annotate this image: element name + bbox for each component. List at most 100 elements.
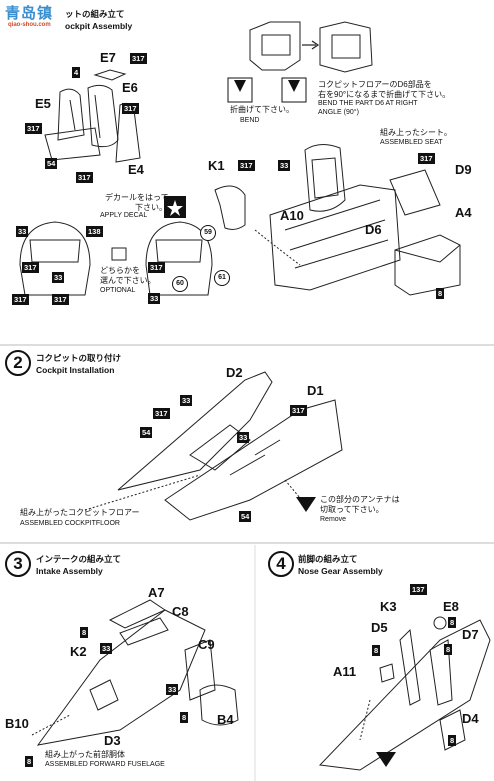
floor-bend-sketch-right — [319, 21, 373, 73]
part-d4-sketch — [439, 709, 466, 751]
part-b4-sketch — [199, 684, 239, 726]
seat-note-en: ASSEMBLED SEAT — [380, 139, 443, 146]
step1-title-en: ockpit Assembly — [65, 21, 133, 31]
floor-note-en-2: ANGLE (90°) — [318, 109, 359, 116]
seat-base — [44, 127, 101, 161]
paint-code: 8 — [372, 645, 381, 656]
part-d9-sketch — [389, 169, 441, 216]
part-label-d7: D7 — [462, 627, 479, 642]
part-k1-sketch — [214, 185, 246, 230]
paint-code: 8 — [444, 644, 453, 655]
step4-number: 4 — [268, 551, 294, 577]
decal-number: 60 — [172, 276, 188, 292]
floor-note-jp-2: 右を90°になるまで折曲げて下さい。 — [318, 90, 451, 99]
part-label-c8: C8 — [172, 604, 189, 619]
bend-note-en: BEND — [240, 117, 260, 124]
paint-code: 54 — [239, 511, 252, 522]
step2-number: 2 — [5, 350, 31, 376]
paint-code: 138 — [86, 226, 103, 237]
decal-note-en: APPLY DECAL — [100, 212, 148, 219]
paint-code: 33 — [52, 272, 65, 283]
part-label-c9: C9 — [198, 637, 215, 652]
paint-code: 317 — [238, 160, 255, 171]
part-label-d2: D2 — [226, 365, 243, 380]
fuselage-note-en: ASSEMBLED FORWARD FUSELAGE — [45, 761, 165, 768]
part-label-k1: K1 — [208, 158, 225, 173]
paint-code: 317 — [25, 123, 42, 134]
paint-code: 33 — [148, 293, 161, 304]
part-k2-sketch — [89, 679, 119, 711]
part-a11-sketch — [379, 663, 395, 683]
part-c8-sketch — [119, 617, 169, 646]
part-label-d6: D6 — [365, 222, 382, 237]
step1-title-jp: ットの組み立て — [65, 9, 125, 19]
paint-code: 8 — [448, 735, 457, 746]
part-label-d9: D9 — [455, 162, 472, 177]
paint-code: 317 — [122, 103, 139, 114]
remove-note-jp-1: この部分のアンテナは — [320, 495, 400, 504]
part-label-a4: A4 — [455, 205, 472, 220]
remove-note-jp-2: 切取って下さい。 — [320, 505, 384, 514]
part-a4-sketch — [394, 234, 461, 296]
paint-code: 33 — [237, 432, 250, 443]
optional-note-jp-1: どちらかを — [100, 266, 140, 275]
paint-code: 317 — [153, 408, 170, 419]
seat-part-e6 — [87, 84, 119, 148]
watermark-url: qiao-shou.com — [8, 22, 51, 28]
paint-code: 317 — [22, 262, 39, 273]
seat-part-e5 — [57, 88, 85, 141]
part-label-a7: A7 — [148, 585, 165, 600]
part-a7-sketch — [108, 599, 167, 629]
watermark-brand: 青岛镇 — [5, 5, 54, 22]
paint-code: 317 — [52, 294, 69, 305]
part-label-d3: D3 — [104, 733, 121, 748]
paint-code: 33 — [278, 160, 291, 171]
step3-number: 3 — [5, 551, 31, 577]
seat-note-jp: 組み上ったシート。 — [380, 128, 452, 137]
part-label-d5: D5 — [371, 620, 388, 635]
bend-note-jp: 折曲げて下さい。 — [230, 105, 294, 114]
step3-title-en: Intake Assembly — [36, 566, 103, 576]
paint-code: 33 — [100, 643, 113, 654]
part-label-b10: B10 — [5, 716, 29, 731]
part-label-k3: K3 — [380, 599, 397, 614]
part-e8-sketch — [433, 616, 447, 630]
paint-code: 33 — [166, 684, 179, 695]
paint-code: 33 — [16, 226, 29, 237]
paint-code: 4 — [72, 67, 81, 78]
instrument-panel-b — [145, 221, 213, 296]
paint-code: 317 — [130, 53, 147, 64]
nose-fuselage-sketch — [318, 619, 491, 771]
cockpit-floor — [269, 184, 401, 291]
step4-title-jp: 前脚の組み立て — [298, 554, 358, 564]
step2-title-en: Cockpit Installation — [36, 365, 115, 375]
optional-note-en: OPTIONAL — [100, 287, 136, 294]
step4-title-en: Nose Gear Assembly — [298, 566, 383, 576]
part-c9-sketch — [184, 639, 216, 701]
forward-fuselage-sketch — [36, 609, 206, 746]
decal-star-icon — [167, 200, 183, 216]
paint-code: 8 — [436, 288, 445, 299]
paint-code: 317 — [290, 405, 307, 416]
paint-code: 33 — [180, 395, 193, 406]
part-label-e6: E6 — [122, 80, 138, 95]
part-label-k2: K2 — [70, 644, 87, 659]
floor-note-en-1: BEND THE PART D6 AT RIGHT — [318, 100, 418, 107]
paint-code: 317 — [148, 262, 165, 273]
part-label-e4: E4 — [128, 162, 144, 177]
cockpit-floor-installed — [189, 424, 251, 471]
part-label-b4: B4 — [217, 712, 234, 727]
cockpit-floor-note-en: ASSEMBLED COCKPITFLOOR — [20, 520, 120, 527]
fuselage-half-d2 — [117, 371, 273, 491]
decal-note-jp: デカールをはって — [105, 193, 169, 202]
instrument-panel-a — [19, 221, 91, 296]
part-label-e5: E5 — [35, 96, 51, 111]
part-label-e8: E8 — [443, 599, 459, 614]
optional-arrow-box — [111, 247, 127, 261]
part-label-a10: A10 — [280, 208, 304, 223]
paint-code: 8 — [25, 756, 34, 767]
paint-code: 8 — [180, 712, 189, 723]
paint-code: 8 — [448, 617, 457, 628]
decal-note-jp-2: 下さい。 — [135, 203, 167, 212]
